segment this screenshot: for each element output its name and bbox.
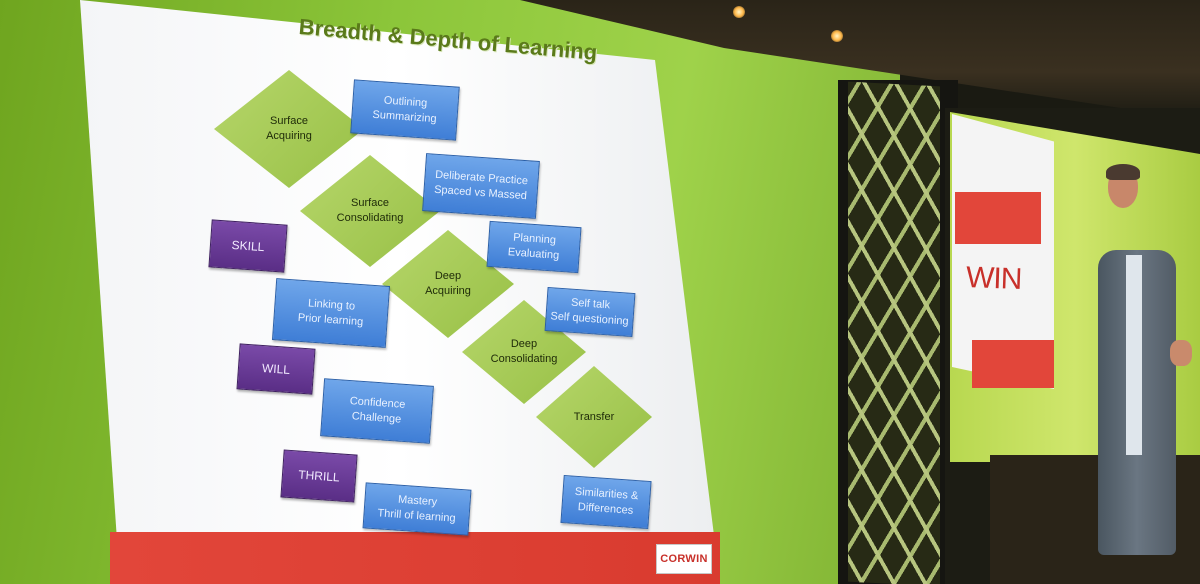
strategy-box-outlining: Outlining Summarizing <box>350 79 460 141</box>
category-label: WILL <box>261 361 291 377</box>
category-thrill: THRILL <box>280 449 358 503</box>
strategy-box-planning: Planning Evaluating <box>486 220 582 274</box>
phase-line: Transfer <box>573 410 615 423</box>
phase-line: Acquiring <box>266 130 312 142</box>
presenter-hair <box>1106 164 1140 180</box>
phase-line: Surface <box>270 115 308 128</box>
screen-red-stripe <box>955 192 1041 244</box>
presenter-shirt <box>1126 255 1142 455</box>
screen-red-stripe <box>972 340 1054 388</box>
strategy-box-similarities: Similarities & Differences <box>560 474 652 530</box>
phase-line: Deep <box>510 338 538 351</box>
logo-text: CORWIN <box>660 553 708 565</box>
phase-line: Consolidating <box>490 353 558 365</box>
strategy-box-self-talk: Self talk Self questioning <box>544 286 636 338</box>
phase-line: Acquiring <box>425 285 471 297</box>
stage-truss <box>848 81 940 584</box>
phase-line: Consolidating <box>336 212 404 224</box>
corwin-logo: CORWIN <box>656 544 712 574</box>
slide-footer-bar <box>110 532 720 584</box>
stage-light <box>831 30 843 42</box>
strategy-box-deliberate-practice: Deliberate Practice Spaced vs Massed <box>422 153 540 219</box>
category-detail-will: Confidence Challenge <box>320 378 434 444</box>
phase-line: Surface <box>351 197 389 210</box>
phase-line: Deep <box>434 270 462 283</box>
category-will: WILL <box>236 343 316 395</box>
category-label: THRILL <box>297 467 341 485</box>
screen-logo: WIN <box>965 261 1022 296</box>
category-detail-thrill: Mastery Thrill of learning <box>362 482 472 536</box>
category-detail-skill: Linking to Prior learning <box>271 278 391 348</box>
presenter-hand <box>1170 340 1192 366</box>
category-label: SKILL <box>231 237 265 255</box>
category-skill: SKILL <box>208 219 288 273</box>
stage-light <box>733 6 745 18</box>
